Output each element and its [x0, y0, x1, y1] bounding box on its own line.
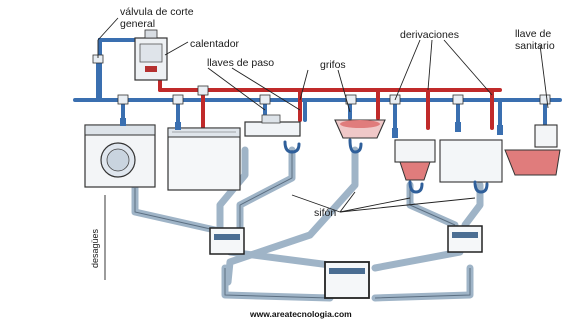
- label-trap: sifón: [314, 207, 336, 219]
- drain-box-right: [447, 225, 483, 253]
- pipe-valves: [92, 54, 551, 105]
- washing-machine: [84, 124, 156, 188]
- kitchen-sink: [244, 114, 301, 137]
- label-drains: desagües: [90, 228, 100, 268]
- label-heater: calentador: [190, 38, 240, 50]
- hot-water-pipes: [158, 73, 502, 130]
- toilet-right: [504, 124, 561, 176]
- dishwasher: [167, 127, 241, 191]
- leader-lines: [97, 17, 549, 280]
- drain-box-center: [324, 261, 370, 299]
- label-stop-valves: llaves de paso: [207, 57, 274, 69]
- label-branches: derivaciones: [400, 29, 459, 41]
- label-valve: válvula de corte general: [120, 6, 196, 30]
- traps: [283, 138, 489, 194]
- label-sanitary-valve: llave de sanitario: [515, 28, 555, 52]
- wash-basin: [334, 119, 386, 139]
- bathtub: [439, 139, 503, 183]
- label-taps: grifos: [320, 59, 346, 71]
- credit-url: www.areatecnologia.com: [249, 309, 352, 319]
- toilet-left: [394, 139, 436, 181]
- connectors: [120, 118, 503, 138]
- drain-box-left: [209, 227, 245, 255]
- cold-water-pipes: [73, 38, 562, 132]
- water-heater: [134, 29, 168, 81]
